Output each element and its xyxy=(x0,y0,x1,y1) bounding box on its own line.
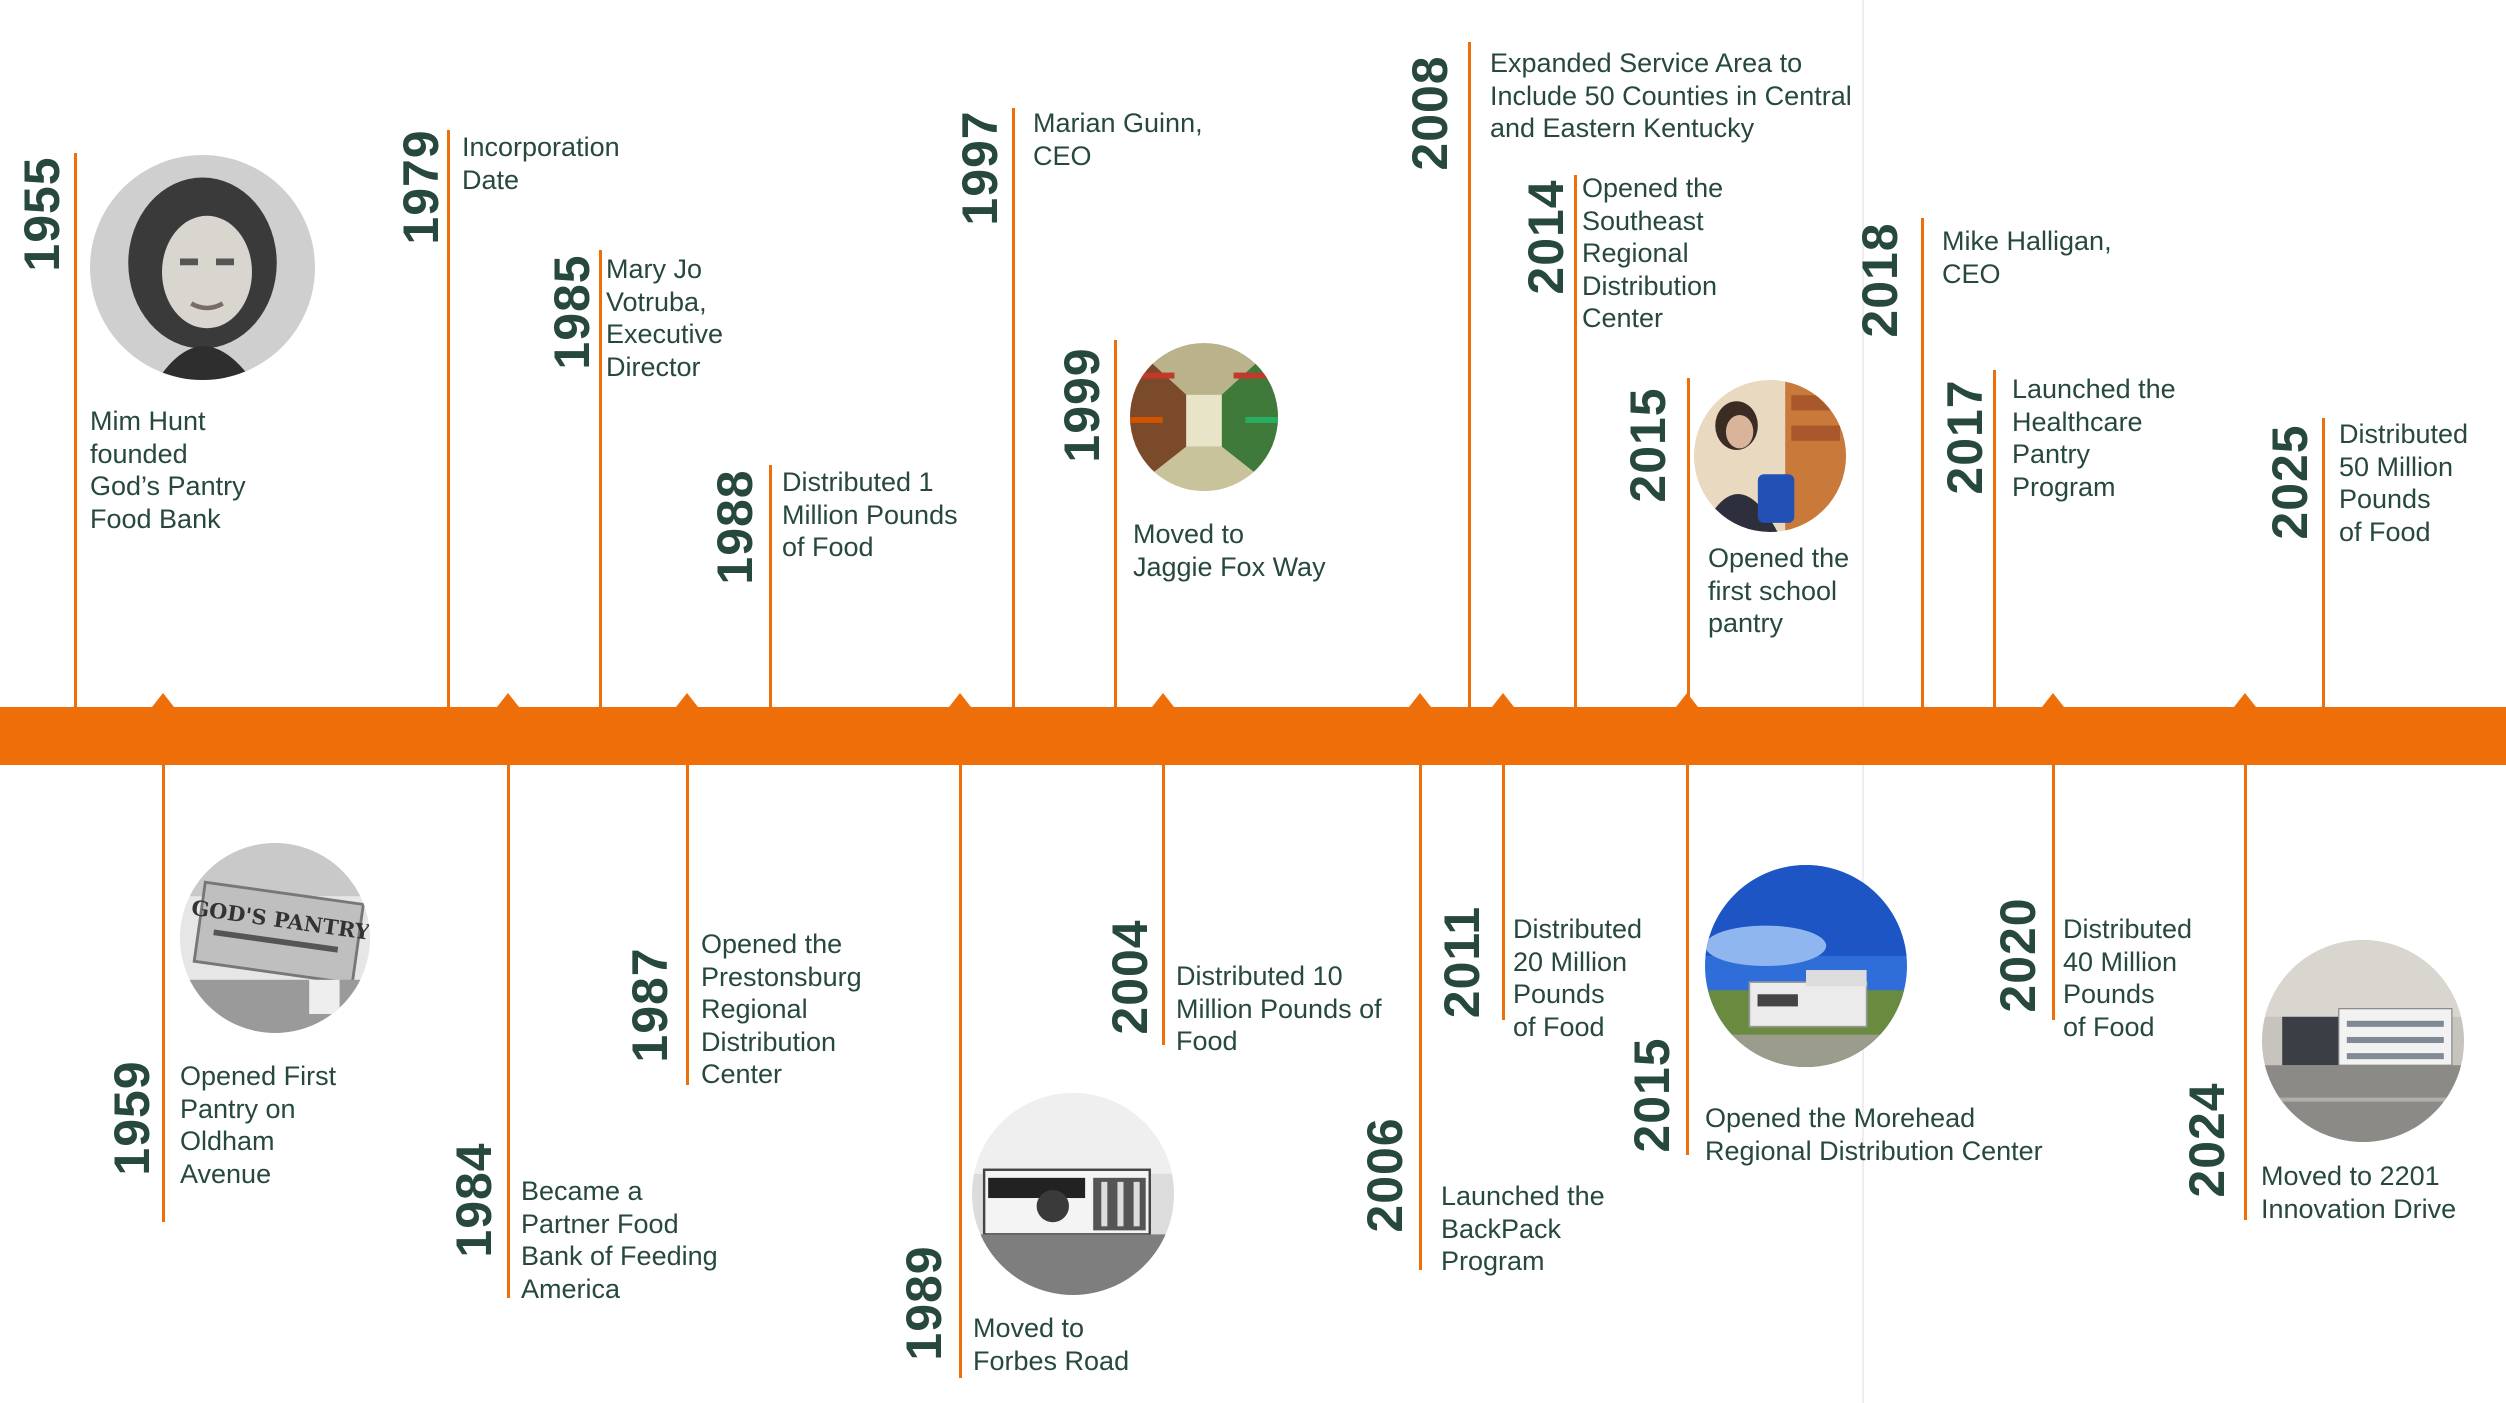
band-notch-2006 xyxy=(1409,693,1431,707)
year-label-1979: 1979 xyxy=(393,129,449,245)
milestone-text-2024: Moved to 2201 Innovation Drive xyxy=(2261,1161,2457,1224)
milestone-text-1985: Mary Jo Votruba, Executive Director xyxy=(606,254,724,382)
milestone-text-1984: Became a Partner Food Bank of Feeding Am… xyxy=(521,1176,718,1304)
milestone-text-1999: Moved to Jaggie Fox Way xyxy=(1133,519,1326,582)
year-label-2018: 2018 xyxy=(1852,222,1908,338)
milestone-text-2008: Expanded Service Area to Include 50 Coun… xyxy=(1490,48,1852,143)
stem-1989 xyxy=(959,765,962,1378)
portrait-photo xyxy=(90,155,315,380)
stem-2017 xyxy=(1993,370,1996,707)
milestone-text-2020: Distributed 40 Million Pounds of Food xyxy=(2063,914,2193,1042)
year-label-1999: 1999 xyxy=(1054,347,1110,463)
milestone-text-2015a: Opened the first school pantry xyxy=(1708,543,1850,638)
stem-2024 xyxy=(2244,765,2247,1220)
stem-1984 xyxy=(507,765,510,1298)
milestone-text-2004: Distributed 10 Million Pounds of Food xyxy=(1176,961,1382,1056)
year-label-1988: 1988 xyxy=(707,469,763,585)
milestone-text-2017: Launched the Healthcare Pantry Program xyxy=(2012,374,2176,502)
timeline-band xyxy=(0,707,2506,765)
milestone-text-1979: Incorporation Date xyxy=(462,132,620,195)
year-label-2025: 2025 xyxy=(2262,424,2318,540)
stem-2018 xyxy=(1921,218,1924,707)
band-notch-1987 xyxy=(676,693,698,707)
milestone-text-2025: Distributed 50 Million Pounds of Food xyxy=(2339,419,2469,547)
year-label-2017: 2017 xyxy=(1937,379,1993,495)
year-label-2020: 2020 xyxy=(1990,897,2046,1013)
stem-1997 xyxy=(1012,108,1015,707)
gods-pantry-sign-photo: GOD'S PANTRY xyxy=(180,843,370,1033)
year-label-1955: 1955 xyxy=(14,156,70,272)
year-label-2011: 2011 xyxy=(1434,905,1490,1019)
band-notch-1989 xyxy=(949,693,971,707)
year-label-1989: 1989 xyxy=(896,1245,952,1361)
stem-2011 xyxy=(1502,765,1505,1020)
milestone-text-2014: Opened the Southeast Regional Distributi… xyxy=(1582,173,1724,333)
stem-2014 xyxy=(1574,175,1577,707)
stem-1979 xyxy=(447,130,450,707)
milestone-text-2015b: Opened the Morehead Regional Distributio… xyxy=(1705,1103,2043,1166)
stem-2004 xyxy=(1162,765,1165,1045)
band-notch-2020 xyxy=(2042,693,2064,707)
milestone-text-1959: Opened First Pantry on Oldham Avenue xyxy=(180,1061,337,1189)
stem-1988 xyxy=(769,465,772,707)
stem-1959 xyxy=(162,765,165,1222)
band-notch-2011 xyxy=(1492,693,1514,707)
stem-2006 xyxy=(1419,765,1422,1270)
stem-1987 xyxy=(686,765,689,1085)
stem-1999 xyxy=(1114,340,1117,707)
vertical-guide-line xyxy=(1862,0,1864,1403)
forbes-road-building-photo xyxy=(972,1093,1174,1295)
year-label-2006: 2006 xyxy=(1357,1117,1413,1233)
stem-1955 xyxy=(74,153,77,707)
band-notch-1959 xyxy=(152,693,174,707)
milestone-text-2011: Distributed 20 Million Pounds of Food xyxy=(1513,914,1643,1042)
year-label-1959: 1959 xyxy=(104,1060,160,1176)
stem-2025 xyxy=(2322,418,2325,707)
milestone-text-1989: Moved to Forbes Road xyxy=(973,1313,1130,1376)
morehead-center-photo xyxy=(1705,865,1907,1067)
milestone-text-1955: Mim Hunt founded God’s Pantry Food Bank xyxy=(90,406,246,534)
year-label-2024: 2024 xyxy=(2179,1082,2235,1198)
stem-2008 xyxy=(1468,42,1471,707)
milestone-text-1997: Marian Guinn, CEO xyxy=(1033,108,1203,171)
band-notch-2004 xyxy=(1152,693,1174,707)
milestone-text-1987: Opened the Prestonsburg Regional Distrib… xyxy=(701,929,862,1089)
year-label-1984: 1984 xyxy=(446,1142,502,1258)
year-label-2008: 2008 xyxy=(1402,55,1458,171)
year-label-2014: 2014 xyxy=(1518,179,1574,295)
year-label-2015b: 2015 xyxy=(1624,1037,1680,1153)
school-pantry-photo xyxy=(1694,380,1846,532)
year-label-1997: 1997 xyxy=(952,110,1008,226)
band-notch-1984 xyxy=(497,693,519,707)
year-label-1987: 1987 xyxy=(622,947,678,1063)
warehouse-aisle-photo xyxy=(1130,343,1278,491)
stem-2015b xyxy=(1686,765,1689,1155)
milestone-text-2006: Launched the BackPack Program xyxy=(1441,1181,1605,1276)
band-notch-2024 xyxy=(2234,693,2256,707)
milestone-text-1988: Distributed 1 Million Pounds of Food xyxy=(782,467,958,562)
band-notch-2015b xyxy=(1676,693,1698,707)
year-label-2004: 2004 xyxy=(1102,919,1158,1035)
stem-2020 xyxy=(2052,765,2055,1020)
innovation-drive-building-photo xyxy=(2262,940,2464,1142)
year-label-2015a: 2015 xyxy=(1620,387,1676,503)
stem-1985 xyxy=(599,250,602,707)
milestone-text-2018: Mike Halligan, CEO xyxy=(1942,226,2112,289)
year-label-1985: 1985 xyxy=(544,254,600,370)
stem-2015a xyxy=(1687,378,1690,707)
